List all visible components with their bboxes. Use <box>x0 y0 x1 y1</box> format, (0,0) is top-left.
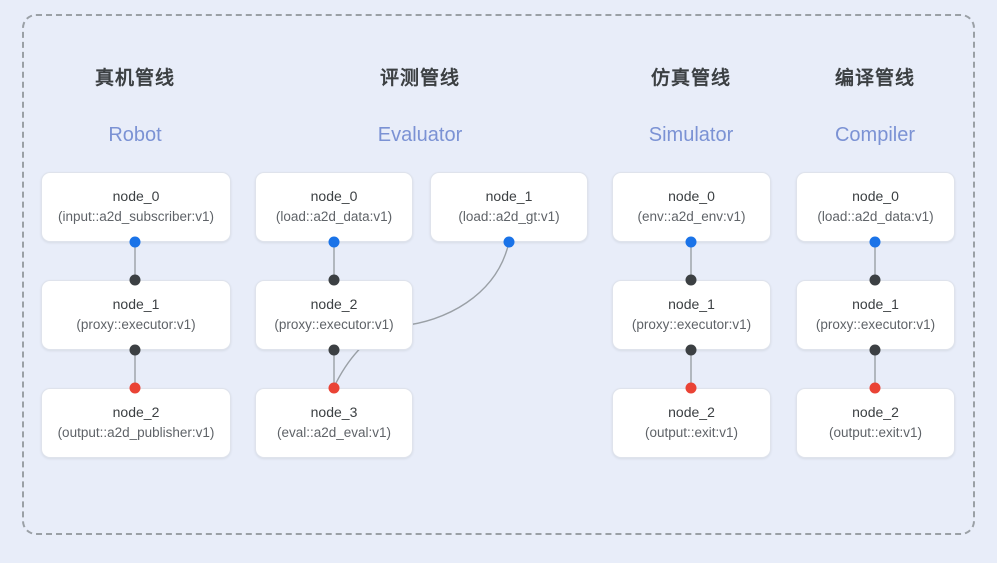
column-title-cn-robot: 真机管线 <box>94 68 175 89</box>
node-type: (output::exit:v1) <box>828 424 923 440</box>
port-input-evaluator-3[interactable] <box>328 382 340 394</box>
node-name: node_2 <box>112 404 160 421</box>
node-box-robot-1[interactable]: node_1 (proxy::executor:v1) <box>41 280 231 350</box>
node-name: node_0 <box>310 188 358 205</box>
node-box-evaluator-0[interactable]: node_0 (load::a2d_data:v1) <box>255 172 413 242</box>
node-name: node_2 <box>852 404 899 421</box>
node-name: node_1 <box>852 296 899 313</box>
node-name: node_2 <box>668 404 715 421</box>
node-name: node_1 <box>112 296 160 313</box>
column-title-en-robot: Robot <box>108 124 162 146</box>
node-box-robot-2[interactable]: node_2 (output::a2d_publisher:v1) <box>41 388 231 458</box>
column-title-cn-simulator: 仿真管线 <box>650 68 731 89</box>
node-name: node_3 <box>310 404 358 421</box>
port-output-compiler-0[interactable] <box>869 236 881 248</box>
node-type: (load::a2d_data:v1) <box>275 208 393 224</box>
column-title-cn-compiler: 编译管线 <box>834 68 915 89</box>
port-input-robot-2[interactable] <box>129 382 141 394</box>
node-name: node_1 <box>485 188 533 205</box>
port-input-evaluator-2[interactable] <box>328 274 340 286</box>
node-type: (proxy::executor:v1) <box>76 316 196 332</box>
node-name: node_0 <box>668 188 715 205</box>
port-input-compiler-1[interactable] <box>869 274 881 286</box>
port-input-simulator-2[interactable] <box>685 382 697 394</box>
node-type: (load::a2d_data:v1) <box>817 208 934 224</box>
port-output-robot-0[interactable] <box>129 236 141 248</box>
port-input-compiler-2[interactable] <box>869 382 881 394</box>
node-name: node_2 <box>310 296 358 313</box>
node-type: (load::a2d_gt:v1) <box>458 208 560 224</box>
port-input-robot-1[interactable] <box>129 274 141 286</box>
node-box-evaluator-gt[interactable]: node_1 (load::a2d_gt:v1) <box>430 172 588 242</box>
node-box-simulator-2[interactable]: node_2 (output::exit:v1) <box>612 388 771 458</box>
node-box-compiler-0[interactable]: node_0 (load::a2d_data:v1) <box>796 172 955 242</box>
node-box-compiler-1[interactable]: node_1 (proxy::executor:v1) <box>796 280 955 350</box>
node-type: (proxy::executor:v1) <box>631 316 752 332</box>
node-box-simulator-0[interactable]: node_0 (env::a2d_env:v1) <box>612 172 771 242</box>
node-name: node_0 <box>852 188 899 205</box>
port-output-robot-1[interactable] <box>129 344 141 356</box>
column-title-en-simulator: Simulator <box>648 124 734 146</box>
port-output-simulator-0[interactable] <box>685 236 697 248</box>
node-type: (eval::a2d_eval:v1) <box>276 424 392 440</box>
port-output-compiler-1[interactable] <box>869 344 881 356</box>
column-title-en-evaluator: Evaluator <box>377 124 463 146</box>
node-type: (output::a2d_publisher:v1) <box>57 424 215 440</box>
port-output-evaluator-0[interactable] <box>328 236 340 248</box>
node-box-evaluator-2[interactable]: node_2 (proxy::executor:v1) <box>255 280 413 350</box>
port-output-simulator-1[interactable] <box>685 344 697 356</box>
node-box-simulator-1[interactable]: node_1 (proxy::executor:v1) <box>612 280 771 350</box>
node-box-robot-0[interactable]: node_0 (input::a2d_subscriber:v1) <box>41 172 231 242</box>
port-output-evaluator-2[interactable] <box>328 344 340 356</box>
node-type: (output::exit:v1) <box>644 424 739 440</box>
node-type: (proxy::executor:v1) <box>274 316 394 332</box>
node-type: (proxy::executor:v1) <box>815 316 936 332</box>
node-type: (input::a2d_subscriber:v1) <box>57 208 215 224</box>
node-box-evaluator-3[interactable]: node_3 (eval::a2d_eval:v1) <box>255 388 413 458</box>
column-title-cn-evaluator: 评测管线 <box>379 68 460 89</box>
node-name: node_1 <box>668 296 715 313</box>
node-name: node_0 <box>112 188 160 205</box>
port-input-simulator-1[interactable] <box>685 274 697 286</box>
node-type: (env::a2d_env:v1) <box>637 208 746 224</box>
port-output-evaluator-gt[interactable] <box>503 236 515 248</box>
column-title-en-compiler: Compiler <box>834 124 916 146</box>
node-box-compiler-2[interactable]: node_2 (output::exit:v1) <box>796 388 955 458</box>
